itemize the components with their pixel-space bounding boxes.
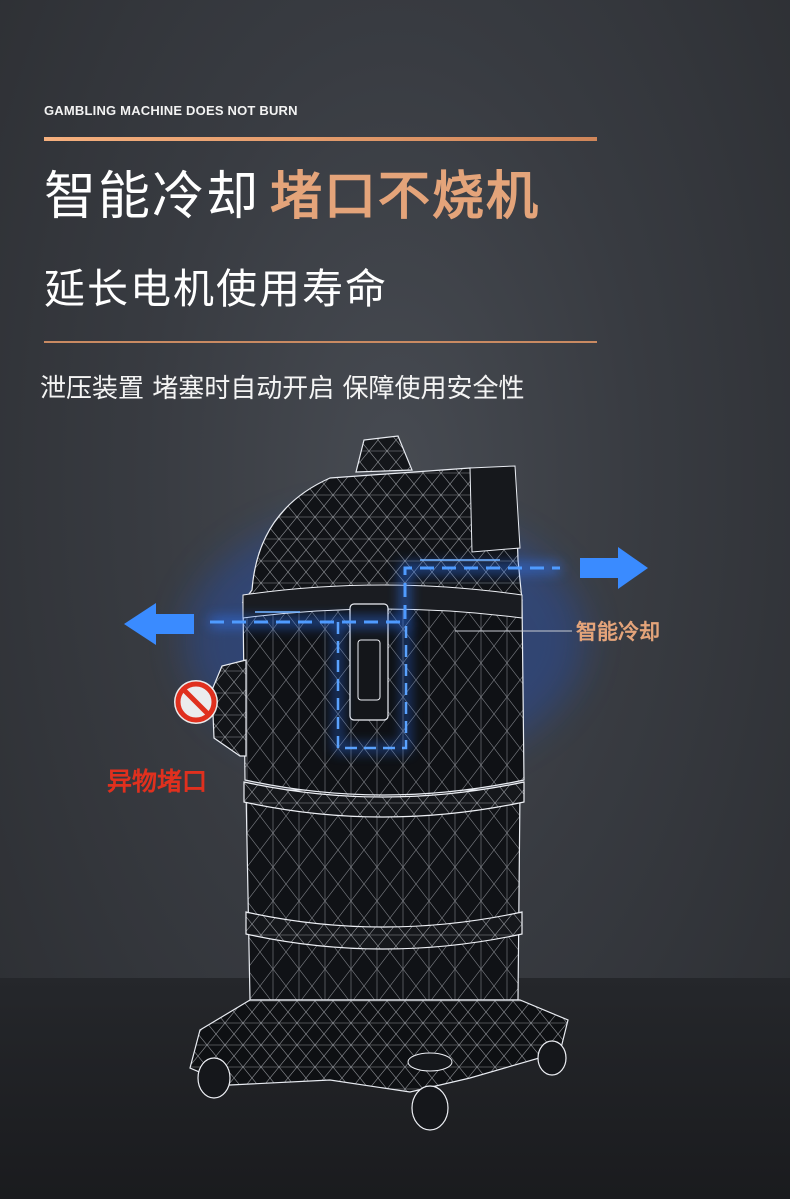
left-arrow-icon xyxy=(124,603,194,645)
tank-body xyxy=(243,781,525,1001)
subheadline: 延长电机使用寿命 xyxy=(44,265,388,313)
suction-inlet xyxy=(211,659,247,757)
caster-base xyxy=(189,999,569,1131)
callout-smart-cooling: 智能冷却 xyxy=(576,620,660,644)
cooling-airflow xyxy=(210,559,560,752)
motor-head xyxy=(241,435,525,796)
headline: 智能冷却堵口不烧机 xyxy=(44,166,540,228)
feature-line: 泄压装置 堵塞时自动开启 保障使用安全性 xyxy=(40,374,525,404)
right-arrow-icon xyxy=(580,547,648,589)
callout-foreign-object-blockage: 异物堵口 xyxy=(107,767,208,796)
tagline: GAMBLING MACHINE DOES NOT BURN xyxy=(44,103,298,118)
top-divider xyxy=(44,137,597,141)
bottom-divider xyxy=(44,341,597,343)
headline-primary: 智能冷却 xyxy=(44,167,261,227)
headline-accent: 堵口不烧机 xyxy=(270,167,541,227)
no-entry-icon xyxy=(174,680,218,724)
